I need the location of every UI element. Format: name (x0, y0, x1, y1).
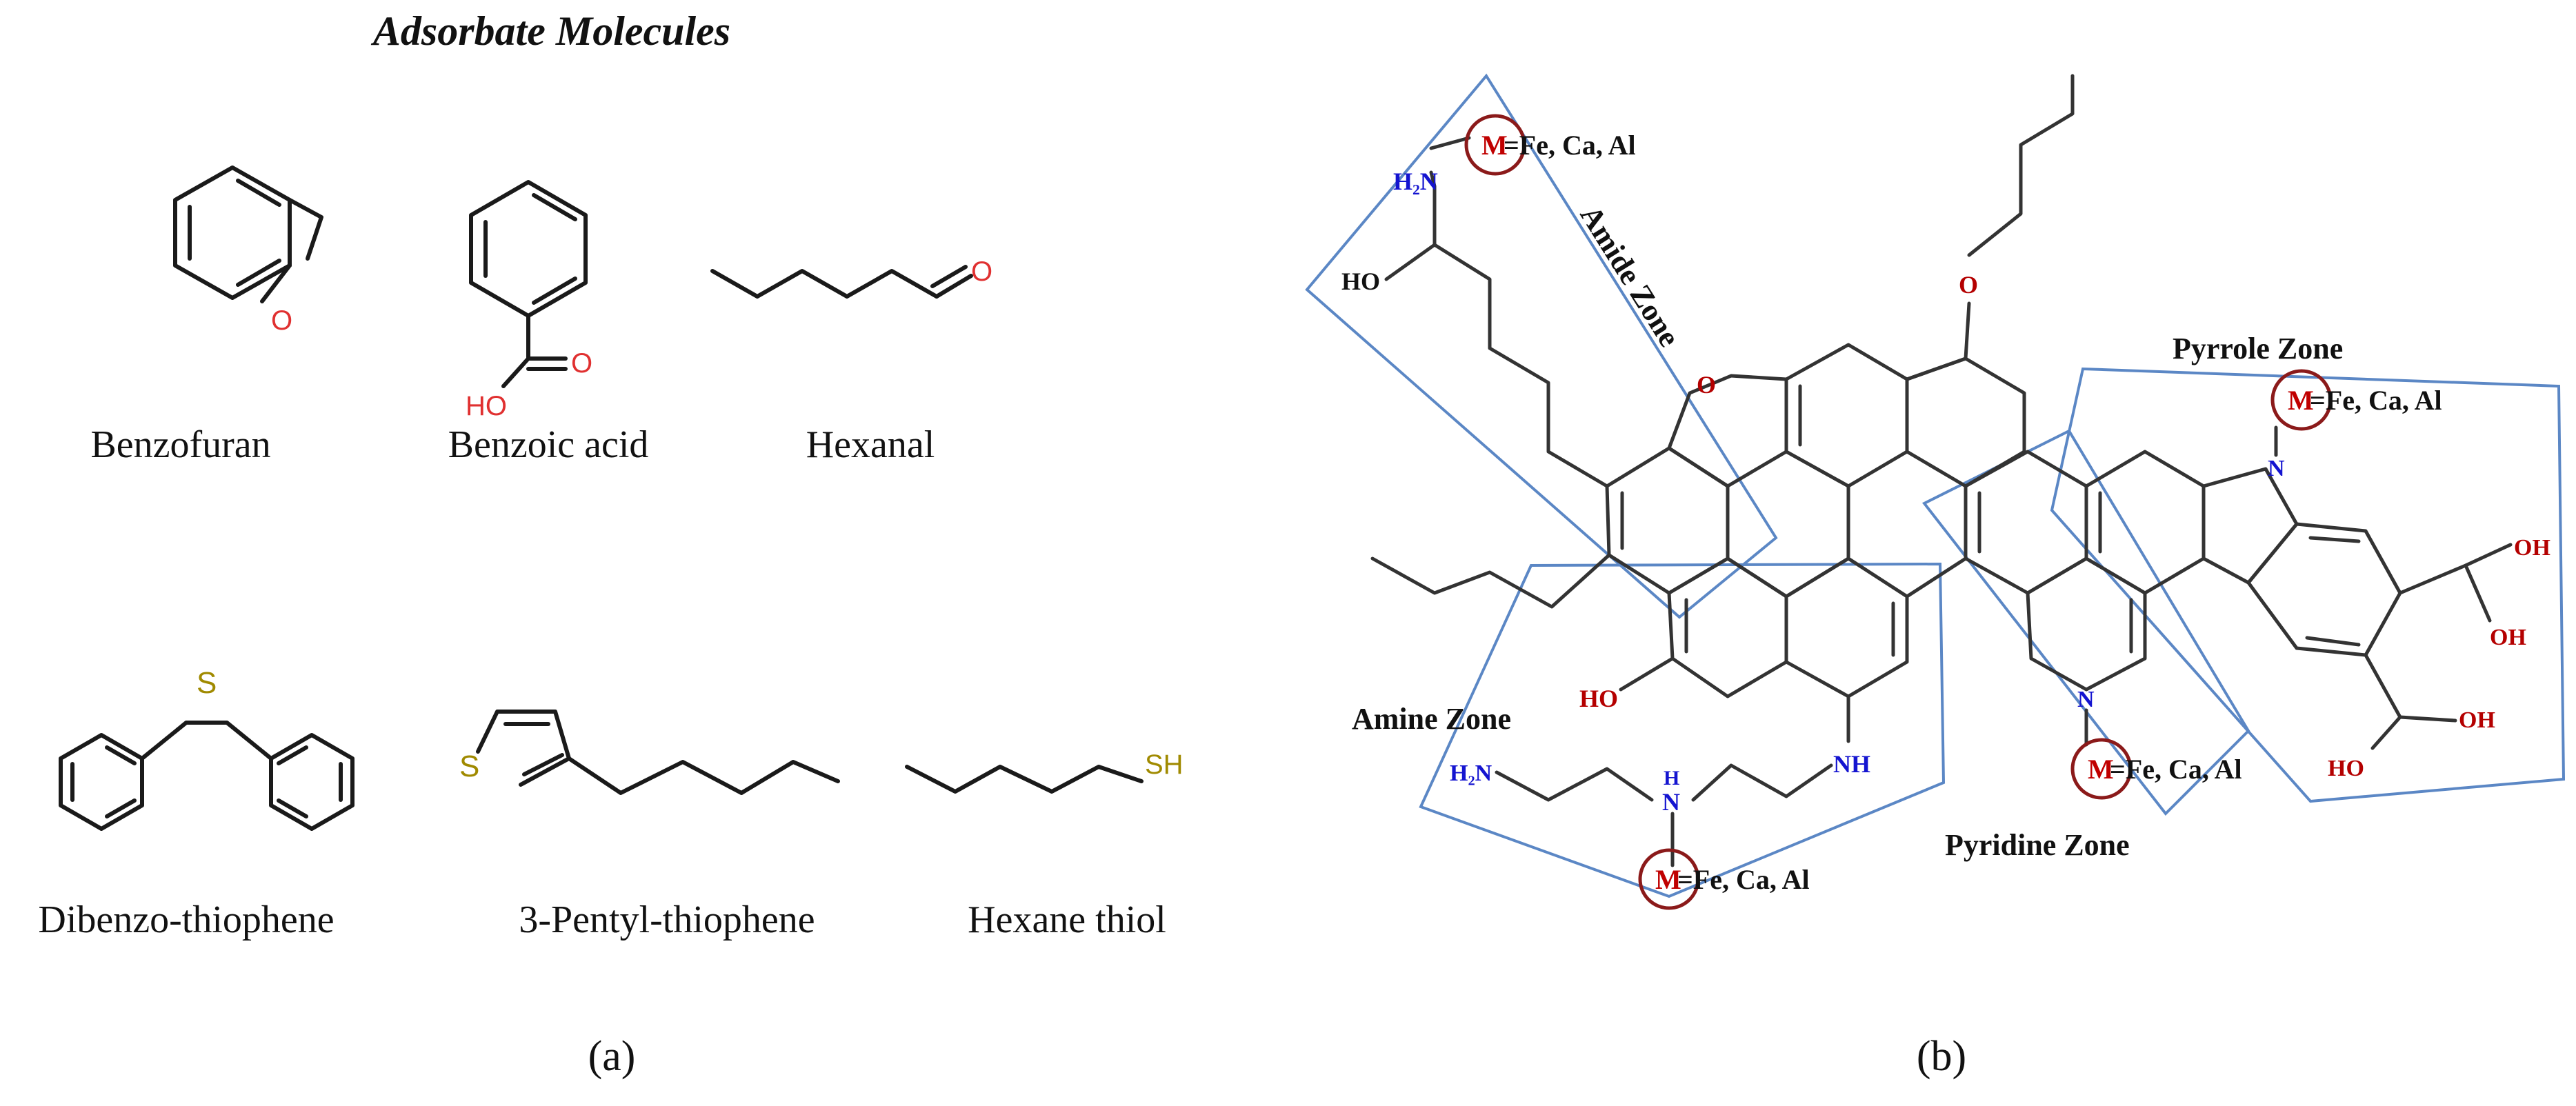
pyrrole-zone-box (2050, 367, 2566, 803)
atom-n-amine: N (1662, 788, 1680, 816)
panel-a-sublabel: (a) (588, 1033, 636, 1080)
metal-list: =Fe, Ca, Al (2310, 385, 2442, 416)
label-dibenzothiophene: Dibenzo-thiophene (38, 898, 334, 941)
hexanal-oxygen: O (971, 257, 992, 287)
label-3-pentylthiophene: 3-Pentyl-thiophene (519, 898, 815, 941)
label-hexanal: Hexanal (806, 423, 935, 466)
molecule-hexanal: O Hexanal (710, 257, 992, 466)
molecule-benzoic-acid: O HO Benzoic acid (448, 180, 649, 466)
metal-symbol: M (2088, 754, 2114, 785)
metal-site-pyridine: M =Fe, Ca, Al (2070, 738, 2242, 800)
atom-n-pyrrole: N (2268, 456, 2285, 481)
atom-n-pyridine: N (2077, 687, 2095, 712)
molecule-benzofuran: O Benzofuran (90, 165, 323, 466)
hexanethiol-thiol: SH (1145, 750, 1184, 780)
metal-symbol: M (2288, 385, 2314, 416)
atom-o-furan: O (1697, 371, 1716, 399)
label-hexanethiol: Hexane thiol (968, 898, 1166, 941)
metal-list: =Fe, Ca, Al (1504, 130, 1636, 161)
benzoic-acid-hydroxyl: HO (466, 391, 507, 421)
metal-list: =Fe, Ca, Al (1677, 864, 1810, 895)
panel-a-title: Adsorbate Molecules (370, 8, 730, 54)
molecule-3-pentylthiophene: S 3-Pentyl-thiophene (459, 710, 840, 941)
atom-nh: NH (1833, 750, 1870, 778)
panel-a: Adsorbate Molecules O Benzofuran O HO (38, 8, 1183, 1080)
atom-ho-left: HO (1341, 268, 1380, 295)
atom-h2n-top: H₂N (1393, 168, 1438, 195)
atom-o-ether: O (1959, 271, 1978, 299)
amine-zone-label: Amine Zone (1352, 702, 1511, 736)
amine-zone-box (1419, 562, 1946, 898)
atom-h2n-chain: H₂N (1450, 761, 1492, 786)
amide-zone-box (1305, 73, 1778, 619)
label-benzoic-acid: Benzoic acid (448, 423, 649, 466)
atom-ho-r4: HO (2328, 756, 2364, 781)
label-benzofuran: Benzofuran (90, 423, 270, 466)
molecule-dibenzothiophene: S Dibenzo-thiophene (38, 666, 355, 941)
metal-site-amine: M =Fe, Ca, Al (1638, 848, 1810, 910)
metal-site-pyrrole: M =Fe, Ca, Al (2270, 369, 2442, 431)
atom-ho-ring: HO (1579, 685, 1618, 712)
metal-site-amide: M =Fe, Ca, Al (1464, 114, 1636, 176)
molecule-hexanethiol: SH Hexane thiol (905, 750, 1184, 941)
benzoic-acid-oxygen: O (571, 348, 592, 379)
atom-oh-r3: OH (2459, 707, 2495, 733)
panel-b: Amide Zone Pyrrole Zone Amine Zone Pyrid… (1305, 73, 2566, 1080)
pentylthiophene-sulfur: S (459, 750, 479, 783)
benzofuran-oxygen: O (271, 305, 292, 336)
amide-zone-label: Amide Zone (1574, 199, 1687, 352)
metal-symbol: M (1481, 130, 1508, 161)
metal-list: =Fe, Ca, Al (2110, 754, 2242, 785)
panel-b-sublabel: (b) (1917, 1033, 1966, 1080)
metal-symbol: M (1655, 864, 1681, 895)
pyrrole-zone-label: Pyrrole Zone (2173, 332, 2343, 365)
dibenzothiophene-sulfur: S (197, 666, 217, 700)
pyridine-zone-label: Pyridine Zone (1945, 828, 2130, 862)
atom-oh-r2: OH (2490, 625, 2526, 650)
atom-oh-r1: OH (2514, 535, 2550, 561)
atom-h-amine: H (1664, 767, 1679, 790)
core-structure (1370, 74, 2513, 867)
